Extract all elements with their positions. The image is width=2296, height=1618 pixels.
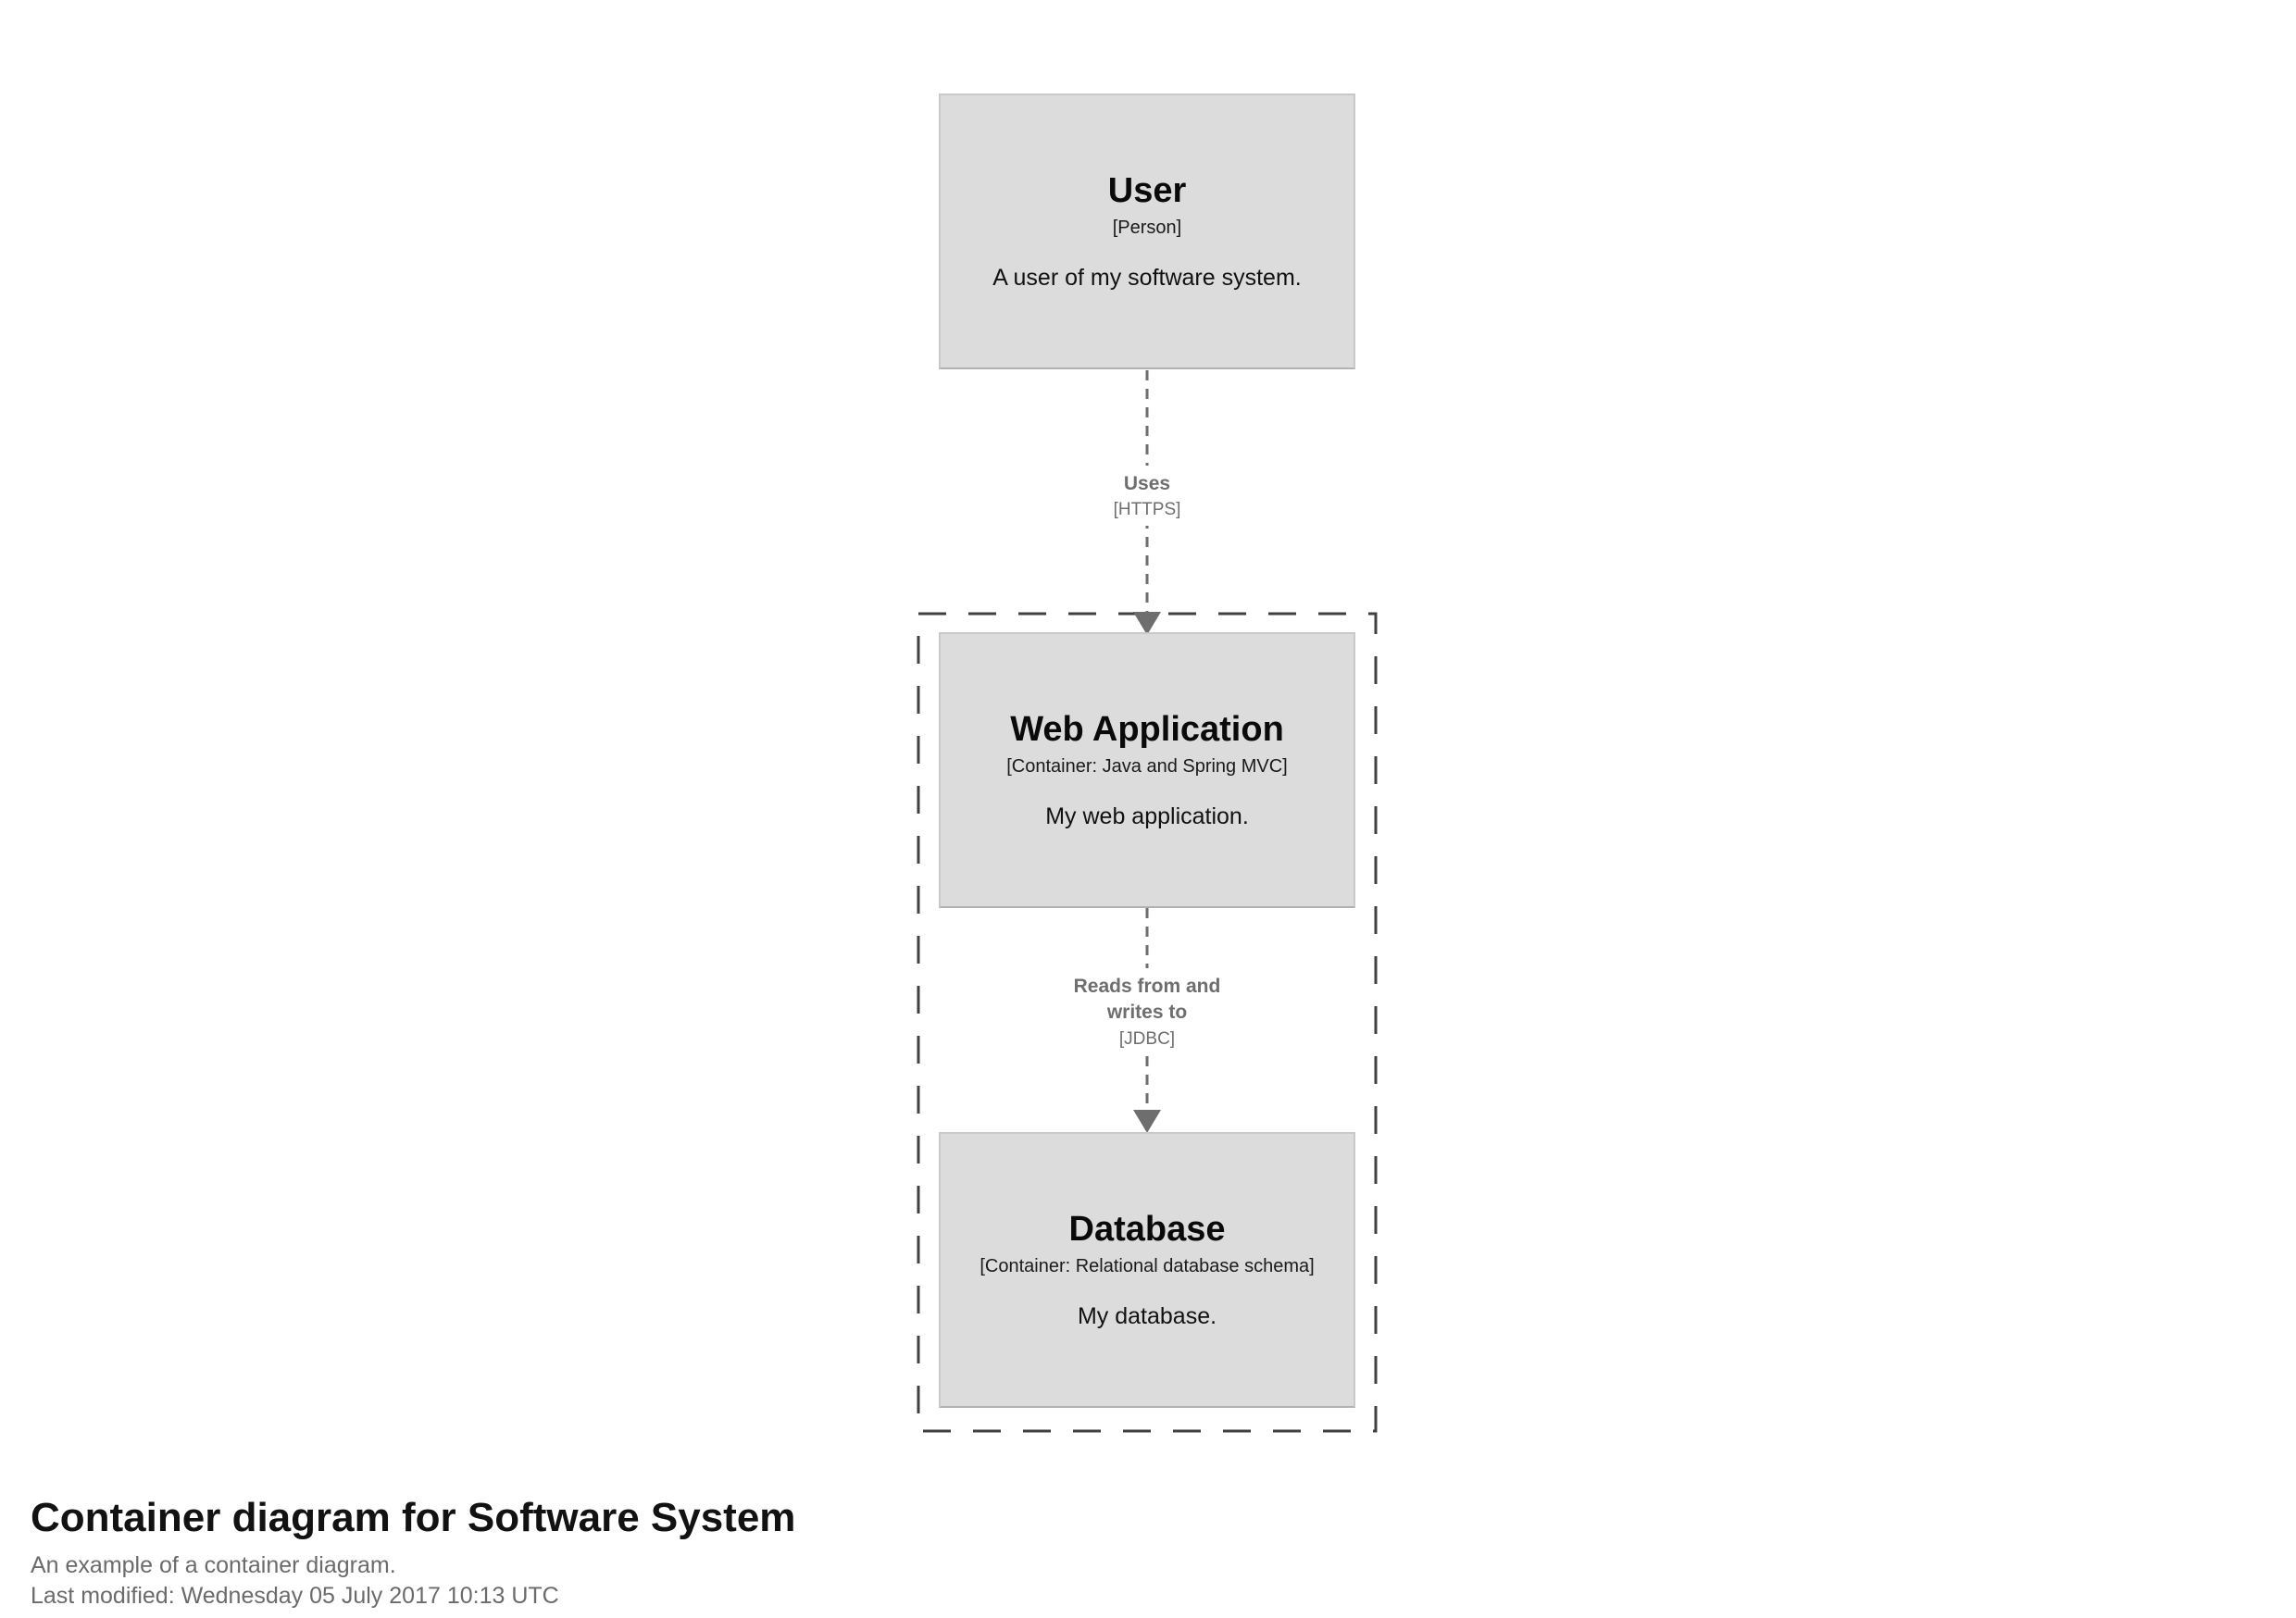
system-boundary-box: [917, 612, 1378, 1433]
node-meta: [Person]: [1112, 217, 1182, 238]
arrowhead-down-icon: [1133, 1110, 1161, 1133]
node-title: Web Application: [1010, 710, 1284, 750]
diagram-subtitle: An example of a container diagram.: [31, 1551, 396, 1578]
node-meta: [Container: Relational database schema]: [980, 1255, 1315, 1276]
relationship-label-uses: Uses [HTTPS]: [1104, 466, 1191, 527]
node-description: My database.: [1077, 1302, 1217, 1329]
node-title: Database: [1068, 1210, 1226, 1250]
relationship-technology: [HTTPS]: [1113, 500, 1181, 520]
diagram-last-modified: Last modified: Wednesday 05 July 2017 10…: [31, 1582, 559, 1609]
node-database: Database [Container: Relational database…: [939, 1132, 1355, 1408]
arrowhead-down-icon: [1133, 612, 1161, 635]
relationship-label-reads-writes: Reads from and writes to [JDBC]: [1047, 968, 1247, 1055]
node-description: My web application.: [1045, 803, 1249, 829]
node-title: User: [1107, 171, 1187, 211]
node-meta: [Container: Java and Spring MVC]: [1006, 755, 1288, 777]
relationship-name: Uses: [1123, 473, 1171, 494]
footer: Container diagram for Software System An…: [31, 1494, 795, 1612]
relationship-technology: [JDBC]: [1118, 1028, 1176, 1049]
relationship-name: Reads from and writes to: [1073, 976, 1221, 1024]
node-web-application: Web Application [Container: Java and Spr…: [939, 632, 1355, 908]
node-user: User [Person] A user of my software syst…: [939, 93, 1355, 369]
node-description: A user of my software system.: [992, 264, 1302, 291]
diagram-title: Container diagram for Software System: [31, 1495, 796, 1540]
